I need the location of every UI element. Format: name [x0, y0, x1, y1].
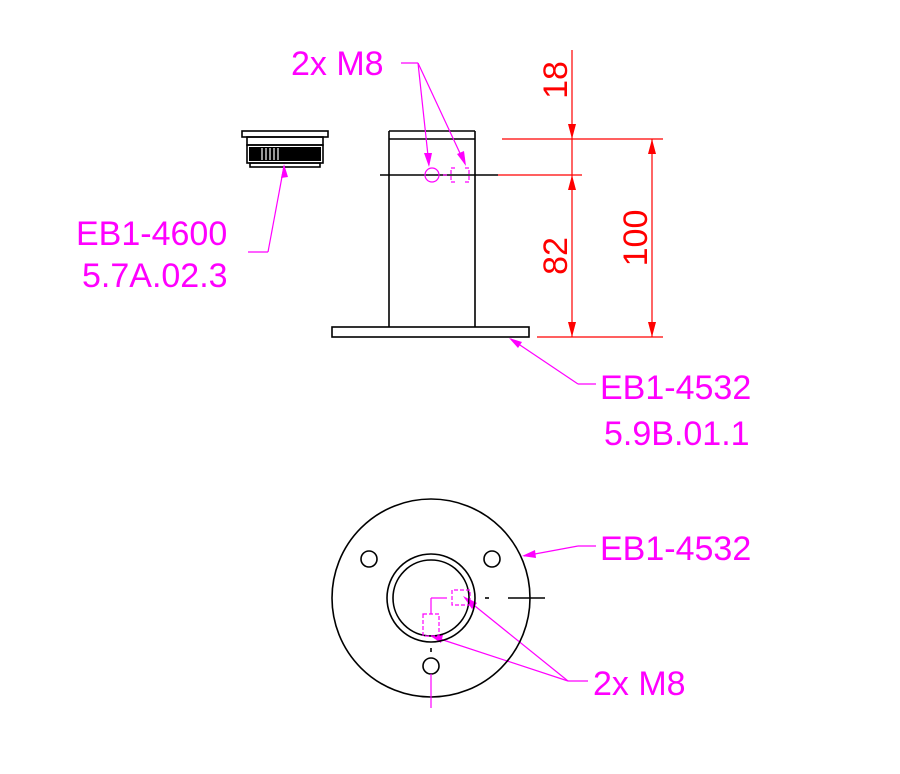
- plate-top-view: [331, 498, 545, 708]
- dim-total-height: 100: [617, 210, 655, 267]
- cap-knurl: [249, 147, 321, 161]
- dimension-lines: [498, 50, 663, 338]
- callout-leaders: [248, 62, 596, 682]
- post-side-view: [331, 130, 530, 338]
- cap-part: [241, 130, 329, 168]
- callout-cap-ref: 5.7A.02.3: [82, 257, 228, 295]
- callout-top-holes: 2x M8: [291, 45, 384, 83]
- dim-lower-height: 82: [537, 237, 575, 275]
- callout-plate-code: EB1-4532: [600, 530, 751, 568]
- callout-bottom-holes: 2x M8: [593, 665, 686, 703]
- callout-cap-code: EB1-4600: [76, 215, 227, 253]
- dim-top-offset: 18: [537, 61, 575, 99]
- callout-post-ref: 5.9B.01.1: [604, 415, 750, 453]
- callout-post-code: EB1-4532: [600, 369, 751, 407]
